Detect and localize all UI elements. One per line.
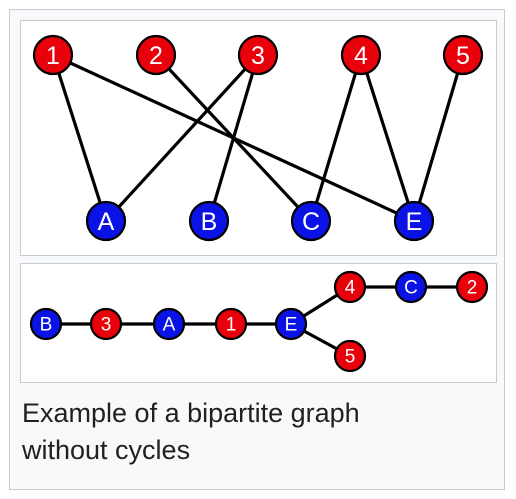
edge-3-A [104,53,260,223]
svg-text:E: E [285,315,298,336]
node-4[interactable]: 4 [340,34,382,76]
figure-caption: Example of a bipartite graph without cyc… [22,395,492,469]
node-5[interactable]: 5 [442,34,484,76]
svg-text:2: 2 [149,42,163,70]
svg-text:1: 1 [226,315,237,336]
edge-1-A [51,53,108,223]
node-E[interactable]: E [393,200,435,242]
svg-text:A: A [163,315,176,336]
edge-4-C [309,53,363,223]
tree-node-A[interactable]: A [152,307,186,341]
svg-text:2: 2 [467,278,478,299]
edge-3-B [207,53,260,223]
tree-node-B[interactable]: B [29,307,63,341]
svg-text:C: C [302,208,320,236]
node-C[interactable]: C [290,200,332,242]
tree-layout-drawing: B 3 A 1 E 4 C 2 5 [29,270,489,373]
svg-text:1: 1 [46,42,60,70]
svg-text:A: A [98,208,115,236]
svg-text:3: 3 [101,315,112,336]
tree-node-3[interactable]: 3 [89,307,123,341]
tree-node-5[interactable]: 5 [333,339,367,373]
tree-node-E[interactable]: E [274,307,308,341]
tree-node-2[interactable]: 2 [455,270,489,304]
node-1[interactable]: 1 [32,34,74,76]
node-2[interactable]: 2 [135,34,177,76]
edge-5-E [412,53,465,223]
tree-node-4[interactable]: 4 [333,270,367,304]
svg-text:C: C [404,278,418,299]
bipartite-graph-drawing: 1 2 3 4 5A B C E [32,34,484,242]
svg-text:B: B [40,315,53,336]
svg-text:E: E [406,208,423,236]
node-A[interactable]: A [85,200,127,242]
node-3[interactable]: 3 [237,34,279,76]
caption-line-2: without cycles [22,435,191,465]
svg-text:B: B [201,208,218,236]
svg-text:4: 4 [345,278,356,299]
tree-node-1[interactable]: 1 [214,307,248,341]
node-B[interactable]: B [188,200,230,242]
svg-text:5: 5 [345,347,356,368]
svg-text:3: 3 [251,42,265,70]
edge-4-E [359,53,416,223]
svg-text:4: 4 [354,42,368,70]
tree-layout-panel[interactable]: B 3 A 1 E 4 C 2 5 [20,263,497,383]
svg-text:5: 5 [456,42,470,70]
caption-line-1: Example of a bipartite graph [22,398,360,428]
tree-node-C[interactable]: C [394,270,428,304]
